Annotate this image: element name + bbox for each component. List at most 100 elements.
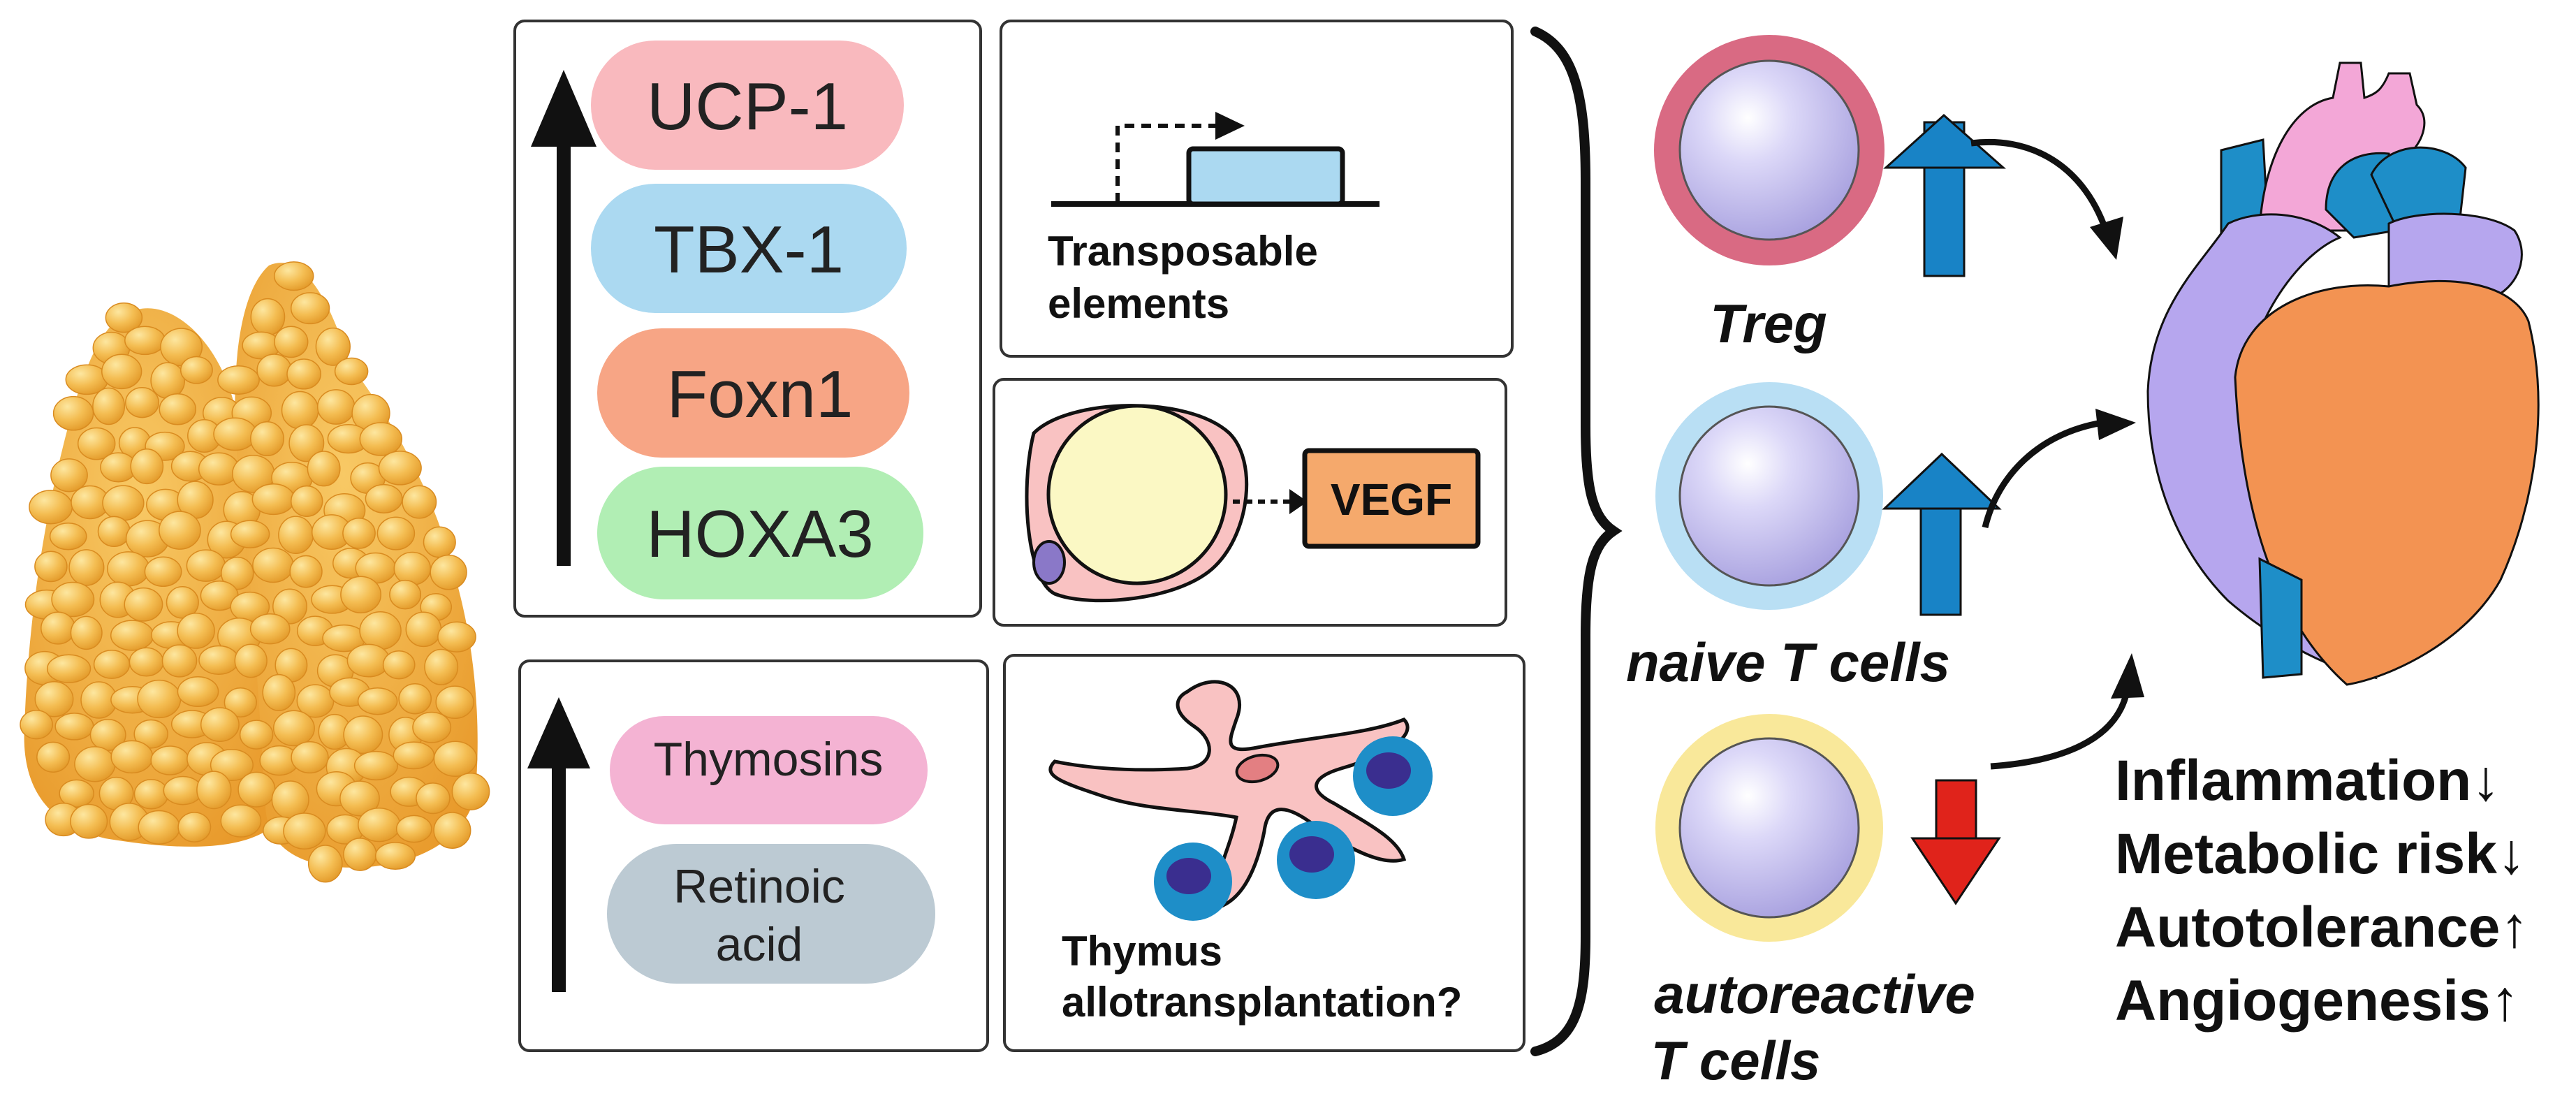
thymus-lobule bbox=[359, 611, 402, 650]
thymus-lobule bbox=[52, 395, 94, 431]
thymus-lobule bbox=[150, 745, 190, 775]
thymus-lobule bbox=[424, 648, 459, 685]
thymus-lobule bbox=[435, 685, 474, 720]
thymus-lobule bbox=[110, 620, 154, 651]
thymus-lobule bbox=[220, 804, 262, 838]
thymus-lobule bbox=[198, 645, 240, 676]
thymus-lobule bbox=[159, 393, 197, 425]
thymus-lobule bbox=[273, 261, 314, 291]
retinoic-acid-pill bbox=[607, 844, 935, 984]
foxn1-label: Foxn1 bbox=[667, 357, 854, 432]
naive-increase-arrowhead bbox=[1882, 452, 2002, 510]
factor-panel: Thymosins Retinoic acid bbox=[518, 659, 989, 1052]
thymus-lobule bbox=[343, 715, 383, 754]
thymus-lobule bbox=[101, 353, 142, 390]
thymus-lobule bbox=[234, 643, 268, 678]
autoreactive-decrease-icon bbox=[1935, 779, 1977, 843]
thymus-lobule bbox=[416, 782, 451, 815]
thymus-lobule bbox=[340, 576, 382, 613]
thymus-lobule bbox=[68, 549, 105, 586]
outcome-list: Inflammation↓ Metabolic risk↓ Autotolera… bbox=[2115, 749, 2529, 1033]
cell-organelle bbox=[1032, 540, 1066, 585]
naive-label: naive T cells bbox=[1626, 632, 1950, 693]
thymus-lobule bbox=[70, 803, 108, 839]
thymus-lobule bbox=[272, 588, 307, 625]
thymus-lobule bbox=[77, 427, 116, 460]
transposable-elements-panel: Transposable elements bbox=[1000, 20, 1514, 358]
naive-to-heart-arrow bbox=[1982, 419, 2103, 529]
thymus-lobule bbox=[378, 451, 422, 486]
thymus-lobule bbox=[50, 458, 88, 493]
thymus-lobule bbox=[307, 845, 343, 883]
thymus-lobule bbox=[34, 550, 68, 583]
outcome-autotolerance: Autotolerance↑ bbox=[2115, 896, 2529, 959]
thymus-lobule bbox=[286, 358, 321, 390]
thymus-lobule bbox=[251, 483, 295, 516]
thymus-lobule bbox=[177, 613, 215, 649]
thymus-lobule bbox=[278, 516, 314, 555]
thymus-lobule bbox=[405, 611, 442, 648]
thymus-lobule bbox=[353, 750, 398, 781]
gene-expression-panel: UCP-1 TBX-1 Foxn1 HOXA3 bbox=[513, 20, 982, 618]
transposable-label-line2: elements bbox=[1048, 280, 1229, 327]
outcome-angiogenesis: Angiogenesis↑ bbox=[2115, 969, 2519, 1033]
thymus-lobule bbox=[124, 326, 166, 356]
thymus-lobule bbox=[433, 812, 471, 849]
increase-arrow-head bbox=[531, 70, 597, 147]
thymus-lobule bbox=[262, 673, 296, 711]
thymus-lobule bbox=[74, 746, 116, 782]
thymus-lobule bbox=[334, 357, 369, 386]
thymus-lobule bbox=[402, 485, 437, 519]
thymus-lobule bbox=[186, 549, 226, 582]
thymus-lobule bbox=[213, 417, 257, 451]
thymus-lobule bbox=[133, 779, 169, 810]
thymus-lobule bbox=[97, 516, 131, 547]
outcome-metabolic-risk: Metabolic risk↓ bbox=[2115, 822, 2526, 886]
thymus-lobule bbox=[34, 681, 74, 717]
thymus-lobule bbox=[144, 556, 182, 588]
left-atrium bbox=[2387, 212, 2523, 295]
treg-to-heart-arrow bbox=[1970, 138, 2109, 232]
thymus-lobule bbox=[138, 810, 180, 845]
thymus-lobule bbox=[342, 518, 376, 549]
thymus-lobule bbox=[389, 579, 422, 610]
retinoic-label-line1: Retinoic bbox=[673, 860, 845, 913]
thymus-lobule bbox=[41, 611, 76, 645]
thymus-lobule bbox=[283, 812, 326, 850]
thymus-lobule bbox=[70, 615, 103, 650]
thymus-lobule bbox=[124, 587, 163, 622]
thymus-lobule bbox=[217, 365, 260, 395]
stromal-cell bbox=[1048, 680, 1410, 910]
thymus-lobule bbox=[290, 292, 330, 325]
thymus-lobule bbox=[398, 683, 432, 715]
thymus-lobule bbox=[137, 679, 182, 719]
naive-t-cell bbox=[1655, 382, 1883, 610]
thymus-lobule bbox=[102, 485, 145, 521]
thymus-lobule bbox=[20, 710, 53, 740]
autoreactive-decrease-arrowhead bbox=[1910, 837, 2001, 905]
cell-nucleus bbox=[1046, 404, 1228, 585]
thymus-lobule bbox=[59, 779, 94, 808]
thymus-lobule bbox=[150, 362, 186, 400]
thymus-lobule bbox=[196, 771, 232, 810]
thymus-lobule bbox=[289, 555, 323, 588]
thymus-lobule bbox=[177, 812, 212, 843]
ucp1-pill bbox=[591, 41, 904, 170]
vegf-label: VEGF bbox=[1331, 474, 1452, 525]
t-cell-cluster bbox=[1154, 736, 1433, 921]
thymus-lobule bbox=[288, 424, 325, 462]
autoreactive-t-cell bbox=[1655, 714, 1883, 942]
treg-cell bbox=[1654, 35, 1885, 265]
thymus-lobule bbox=[393, 741, 435, 770]
hoxa3-pill bbox=[597, 467, 923, 599]
thymus-lobules bbox=[20, 261, 490, 883]
vegf-panel: VEGF bbox=[993, 378, 1507, 627]
thymus-lobule bbox=[46, 654, 92, 683]
thymus-lobule bbox=[239, 720, 274, 750]
thymus-lobule bbox=[437, 621, 476, 652]
thymus-lobule bbox=[358, 808, 401, 843]
thymus-lobule bbox=[54, 713, 94, 741]
thymus-lobule bbox=[200, 707, 240, 742]
foxn1-pill bbox=[597, 328, 909, 458]
thymus-lobule bbox=[343, 838, 377, 871]
